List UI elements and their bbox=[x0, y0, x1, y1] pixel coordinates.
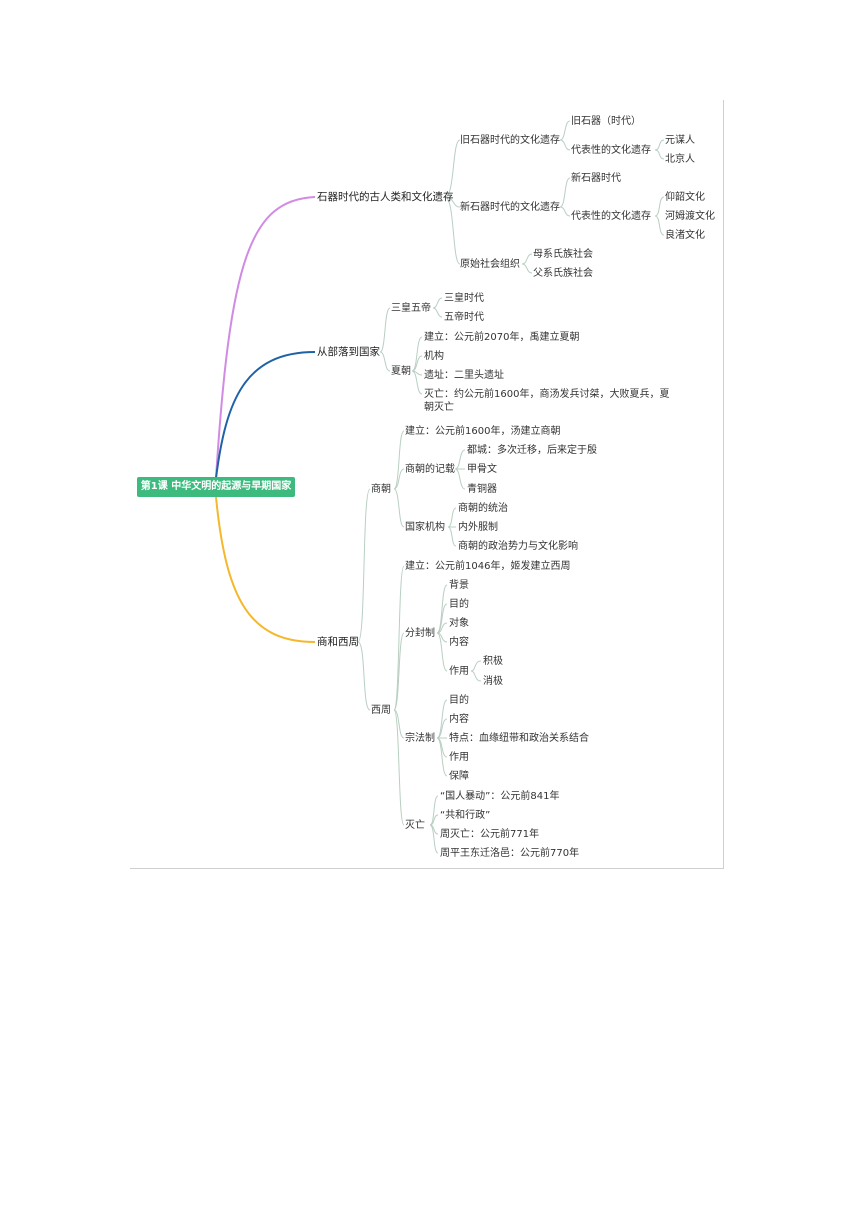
node-fenfeng-target[interactable]: 对象 bbox=[449, 618, 469, 629]
mindmap-frame bbox=[130, 100, 724, 869]
node-wudi-era[interactable]: 五帝时代 bbox=[444, 312, 484, 323]
node-beijing-man[interactable]: 北京人 bbox=[665, 154, 695, 165]
node-fenfeng-purpose[interactable]: 目的 bbox=[449, 599, 469, 610]
node-neolithic-era[interactable]: 新石器时代 bbox=[571, 173, 621, 184]
node-shang-records[interactable]: 商朝的记载 bbox=[405, 464, 455, 475]
node-zhou-founding[interactable]: 建立：公元前1046年，姬发建立西周 bbox=[405, 561, 571, 572]
node-gonghe[interactable]: “共和行政” bbox=[440, 810, 491, 821]
node-xia-fall[interactable]: 灭亡：约公元前1600年，商汤发兵讨桀，大败夏兵，夏朝灭亡 bbox=[424, 389, 670, 413]
node-neiwaifu[interactable]: 内外服制 bbox=[458, 522, 498, 533]
node-hemudu[interactable]: 河姆渡文化 bbox=[665, 211, 715, 222]
node-yuanmou[interactable]: 元谋人 bbox=[665, 135, 695, 146]
node-paleolithic-era[interactable]: 旧石器（时代） bbox=[571, 116, 641, 127]
node-neolithic-remains[interactable]: 新石器时代的文化遗存 bbox=[460, 202, 560, 213]
node-zongfa-feature[interactable]: 特点：血缘纽带和政治关系结合 bbox=[449, 733, 589, 744]
node-shang-rule[interactable]: 商朝的统治 bbox=[458, 503, 508, 514]
node-xia-site[interactable]: 遗址：二里头遗址 bbox=[424, 370, 504, 381]
branch-shang-zhou[interactable]: 商和西周 bbox=[317, 636, 359, 648]
node-zongfa-guarantee[interactable]: 保障 bbox=[449, 771, 469, 782]
node-three-sovereigns[interactable]: 三皇五帝 bbox=[391, 303, 431, 314]
node-primitive-society[interactable]: 原始社会组织 bbox=[460, 259, 520, 270]
node-shang-state-org[interactable]: 国家机构 bbox=[405, 522, 445, 533]
node-matrilineal[interactable]: 母系氏族社会 bbox=[533, 249, 593, 260]
node-zongfa[interactable]: 宗法制 bbox=[405, 733, 435, 744]
node-shang-influence[interactable]: 商朝的政治势力与文化影响 bbox=[458, 541, 578, 552]
branch-tribe-to-state[interactable]: 从部落到国家 bbox=[317, 346, 380, 358]
node-patrilineal[interactable]: 父系氏族社会 bbox=[533, 268, 593, 279]
node-western-zhou[interactable]: 西周 bbox=[371, 705, 391, 716]
node-effect-negative[interactable]: 消极 bbox=[483, 676, 503, 687]
branch-stone-age[interactable]: 石器时代的古人类和文化遗存 bbox=[317, 191, 454, 203]
node-eastward-move[interactable]: 周平王东迁洛邑：公元前770年 bbox=[440, 848, 580, 859]
node-bronze[interactable]: 青铜器 bbox=[467, 484, 497, 495]
node-guoren-riot[interactable]: “国人暴动”：公元前841年 bbox=[440, 791, 560, 802]
node-paleo-representative[interactable]: 代表性的文化遗存 bbox=[571, 145, 651, 156]
node-oracle-bones[interactable]: 甲骨文 bbox=[467, 464, 497, 475]
node-yangshao[interactable]: 仰韶文化 bbox=[665, 192, 705, 203]
node-shang-founding[interactable]: 建立：公元前1600年，汤建立商朝 bbox=[405, 426, 561, 437]
node-fenfeng-background[interactable]: 背景 bbox=[449, 580, 469, 591]
node-fenfeng-content[interactable]: 内容 bbox=[449, 637, 469, 648]
node-sanhuang-era[interactable]: 三皇时代 bbox=[444, 293, 484, 304]
node-xia-institutions[interactable]: 机构 bbox=[424, 351, 444, 362]
node-liangzhu[interactable]: 良渚文化 bbox=[665, 230, 705, 241]
node-paleolithic-remains[interactable]: 旧石器时代的文化遗存 bbox=[460, 135, 560, 146]
node-fenfeng-effect[interactable]: 作用 bbox=[449, 666, 469, 677]
node-neo-representative[interactable]: 代表性的文化遗存 bbox=[571, 211, 651, 222]
root-node[interactable]: 第1课 中华文明的起源与早期国家 bbox=[137, 477, 295, 497]
node-zongfa-purpose[interactable]: 目的 bbox=[449, 695, 469, 706]
node-effect-positive[interactable]: 积极 bbox=[483, 656, 503, 667]
node-zongfa-content[interactable]: 内容 bbox=[449, 714, 469, 725]
node-zongfa-effect[interactable]: 作用 bbox=[449, 752, 469, 763]
node-fenfeng[interactable]: 分封制 bbox=[405, 628, 435, 639]
node-zhou-end[interactable]: 周灭亡：公元前771年 bbox=[440, 829, 540, 840]
node-shang-capital[interactable]: 都城：多次迁移，后来定于殷 bbox=[467, 445, 597, 456]
node-xia[interactable]: 夏朝 bbox=[391, 366, 411, 377]
node-zhou-fall[interactable]: 灭亡 bbox=[405, 820, 425, 831]
node-xia-founding[interactable]: 建立：公元前2070年，禹建立夏朝 bbox=[424, 332, 580, 343]
node-shang[interactable]: 商朝 bbox=[371, 484, 391, 495]
